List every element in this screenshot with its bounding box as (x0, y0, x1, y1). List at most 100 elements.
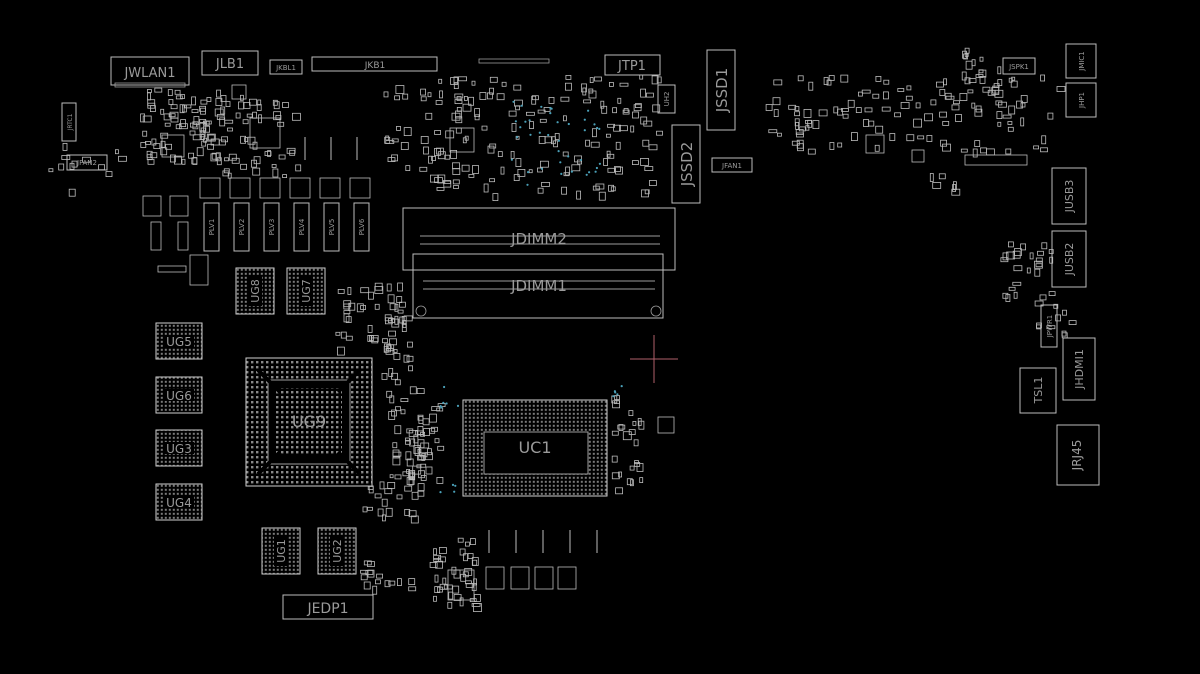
passive-part (874, 144, 880, 152)
jrtc1-connector[interactable]: JRTC1 (61, 102, 77, 142)
passive-part (340, 331, 347, 339)
jwlan1-connector[interactable]: JWLAN1 (110, 56, 190, 88)
jwlan1-label: JWLAN1 (123, 66, 175, 81)
passive-part (883, 91, 889, 100)
passive-part (443, 584, 453, 590)
passive-part (343, 310, 351, 315)
ug4-vram[interactable]: UG4 (155, 483, 203, 521)
passive-part (282, 102, 289, 108)
plv6-label: PLV6 (358, 218, 366, 235)
passive-part (434, 574, 439, 583)
jdimm1-slot[interactable]: JDIMM1 (412, 253, 664, 319)
passive-part (964, 53, 969, 57)
passive-part (974, 108, 983, 117)
passive-part (206, 97, 212, 102)
passive-part (203, 125, 211, 133)
uc1-cpu[interactable]: UC1 (462, 399, 608, 497)
passive-part (1034, 268, 1041, 277)
jusb2-connector[interactable]: JUSB2 (1051, 230, 1087, 288)
jkbl1-connector[interactable]: JKBL1 (269, 59, 303, 75)
passive-part (788, 104, 797, 110)
passive-part (929, 173, 934, 182)
plv6-inductor[interactable]: PLV6 (353, 202, 370, 252)
via-dot (445, 402, 448, 405)
ug9-gpu[interactable]: UG9 (245, 357, 373, 487)
passive-part (224, 157, 229, 162)
passive-part (437, 556, 446, 563)
ug2-vram[interactable]: UG2 (317, 527, 357, 575)
passive-part (592, 128, 597, 138)
passive-part (855, 107, 862, 113)
jhp1-connector[interactable]: JHP1 (1065, 82, 1097, 118)
jpwr1-connector[interactable]: JPWR1 (1040, 304, 1058, 348)
jdimm2-slot[interactable]: JDIMM2 (402, 207, 676, 271)
passive-part (433, 548, 437, 556)
passive-part (388, 367, 394, 377)
passive-part (894, 112, 901, 118)
via-dot (559, 161, 562, 164)
passive-part (420, 431, 426, 437)
passive-part (387, 294, 395, 304)
passive-part (392, 442, 398, 449)
via-dot (528, 119, 531, 122)
plv4-inductor[interactable]: PLV4 (293, 202, 310, 252)
passive-part (438, 547, 447, 554)
tsl1-component[interactable]: TSL1 (1019, 367, 1057, 414)
passive-part (841, 108, 849, 112)
jssd2-connector[interactable]: JSSD2 (671, 124, 701, 204)
jmic1-connector[interactable]: JMIC1 (1065, 43, 1097, 79)
jusb3-connector[interactable]: JUSB3 (1051, 167, 1087, 225)
ug8-vram[interactable]: UG8 (235, 267, 275, 315)
plv5-inductor[interactable]: PLV5 (323, 202, 340, 252)
jtp1-label: JTP1 (617, 59, 646, 74)
jkb1-connector[interactable]: JKB1 (311, 56, 438, 72)
passive-part (360, 569, 369, 574)
passive-part (425, 112, 433, 120)
jlb1-connector[interactable]: JLB1 (201, 50, 259, 76)
passive-part (376, 573, 384, 579)
ug6-vram[interactable]: UG6 (155, 376, 203, 414)
passive-part (943, 78, 947, 86)
uh2-chip[interactable]: UH2 (657, 84, 676, 114)
via-dot (595, 166, 599, 170)
jrj45-connector[interactable]: JRJ45 (1056, 424, 1100, 486)
passive-part (394, 95, 401, 101)
ug5-vram[interactable]: UG5 (155, 322, 203, 360)
jhdmi1-connector[interactable]: JHDMI1 (1062, 337, 1096, 401)
passive-part (189, 122, 197, 128)
jtp1-connector[interactable]: JTP1 (604, 54, 661, 76)
jfan1-connector[interactable]: JFAN1 (711, 157, 753, 173)
plv1-inductor[interactable]: PLV1 (203, 202, 220, 252)
passive-part (239, 94, 244, 101)
plv3-inductor[interactable]: PLV3 (263, 202, 280, 252)
passive-part (1041, 242, 1048, 250)
passive-part (391, 409, 397, 417)
jssd1-connector[interactable]: JSSD1 (706, 49, 736, 131)
passive-part (972, 148, 978, 158)
passive-part (225, 101, 231, 107)
plv2-inductor[interactable]: PLV2 (233, 202, 250, 252)
passive-part (997, 79, 1003, 86)
passive-part (363, 560, 372, 566)
passive-part (639, 74, 644, 80)
passive-part (467, 553, 474, 559)
origin-marker (630, 335, 678, 383)
passive-part (626, 478, 633, 486)
passive-part (812, 120, 820, 129)
jfan2-connector[interactable]: JFAN2 (66, 154, 108, 171)
jedp1-connector[interactable]: JEDP1 (282, 594, 374, 620)
passive-part (408, 429, 418, 437)
passive-part (1048, 291, 1056, 297)
passive-part (997, 121, 1002, 127)
passive-part (429, 413, 437, 423)
jspk1-connector[interactable]: JSPK1 (1002, 57, 1036, 75)
passive-part (939, 89, 946, 96)
passive-part (147, 158, 155, 165)
ug1-vram[interactable]: UG1 (261, 527, 301, 575)
passive-part (384, 580, 391, 588)
passive-part (391, 138, 399, 143)
passive-part (400, 142, 409, 150)
passive-part (939, 111, 947, 118)
ug3-vram[interactable]: UG3 (155, 429, 203, 467)
ug7-vram[interactable]: UG7 (286, 267, 326, 315)
